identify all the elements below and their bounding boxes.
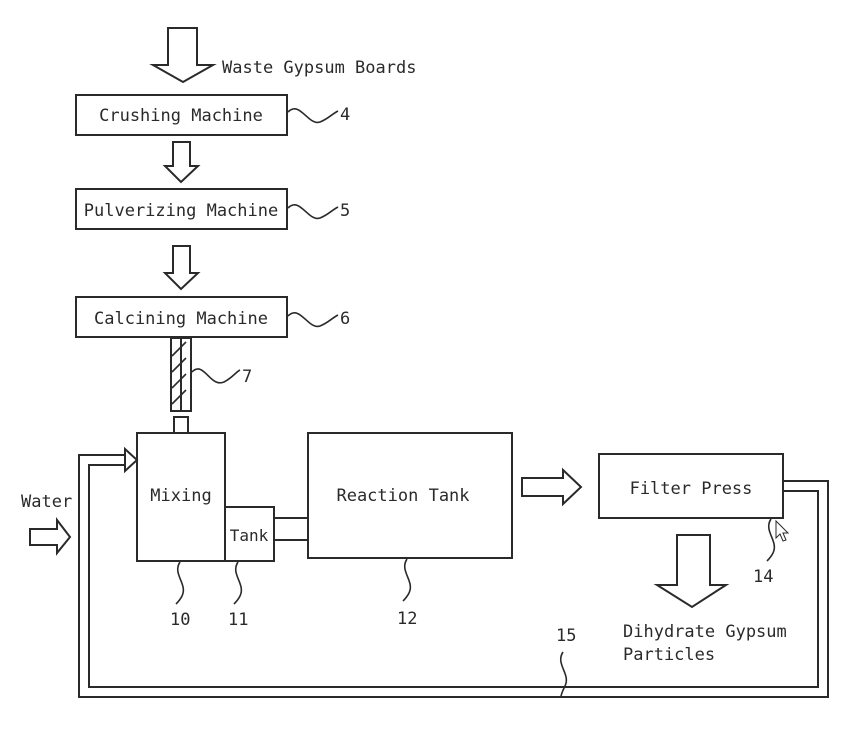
mixing-label: Mixing	[150, 486, 211, 506]
leader-line-11	[233, 561, 243, 605]
mixing-box	[136, 432, 226, 562]
mouse-cursor-icon	[775, 519, 790, 542]
reaction-tank-box	[307, 432, 513, 559]
leader-line-7	[191, 368, 241, 384]
crushing-machine-box	[75, 94, 288, 136]
crushing-machine-label: Crushing Machine	[99, 106, 263, 126]
ref-number-11: 11	[228, 610, 248, 630]
pulverizing-machine-box	[75, 188, 288, 230]
leader-line-6	[287, 312, 339, 328]
ref-number-15: 15	[556, 626, 576, 646]
ref-number-7: 7	[242, 367, 252, 387]
calcining-machine-label: Calcining Machine	[94, 309, 268, 329]
return-arrow-head	[124, 446, 139, 474]
input-arrow-water	[29, 517, 72, 556]
arrow-crushing-to-pulverizing	[162, 141, 201, 184]
output-arrow-product	[653, 534, 730, 609]
ref-number-6: 6	[340, 309, 350, 329]
filter-press-box	[598, 453, 784, 519]
tank-box	[224, 506, 275, 562]
reaction-tank-label: Reaction Tank	[336, 486, 469, 506]
ref-number-5: 5	[340, 201, 350, 221]
product-label-line1: Dihydrate Gypsum	[623, 622, 787, 642]
input-arrow-waste	[149, 27, 217, 84]
screw-conveyor	[170, 337, 192, 412]
ref-number-12: 12	[397, 609, 417, 629]
ref-number-4: 4	[340, 105, 350, 125]
tank-label: Tank	[230, 526, 269, 545]
leader-line-15	[559, 651, 568, 698]
leader-line-10	[175, 561, 185, 605]
arrow-pulverizing-to-calcining	[162, 245, 201, 291]
ref-number-10: 10	[170, 610, 190, 630]
water-label: Water	[21, 492, 72, 512]
return-line-inner	[88, 464, 819, 688]
filter-press-label: Filter Press	[630, 479, 753, 499]
waste-gypsum-label: Waste Gypsum Boards	[222, 58, 416, 78]
leader-line-5	[287, 204, 339, 220]
return-line-outer	[78, 454, 829, 698]
leader-line-12	[402, 558, 412, 602]
leader-line-14	[766, 518, 776, 562]
leader-line-4	[287, 108, 339, 124]
ref-number-14: 14	[753, 567, 773, 587]
arrow-reaction-to-filter	[521, 467, 583, 507]
pulverizing-machine-label: Pulverizing Machine	[84, 201, 278, 221]
product-label-line2: Particles	[623, 645, 715, 665]
